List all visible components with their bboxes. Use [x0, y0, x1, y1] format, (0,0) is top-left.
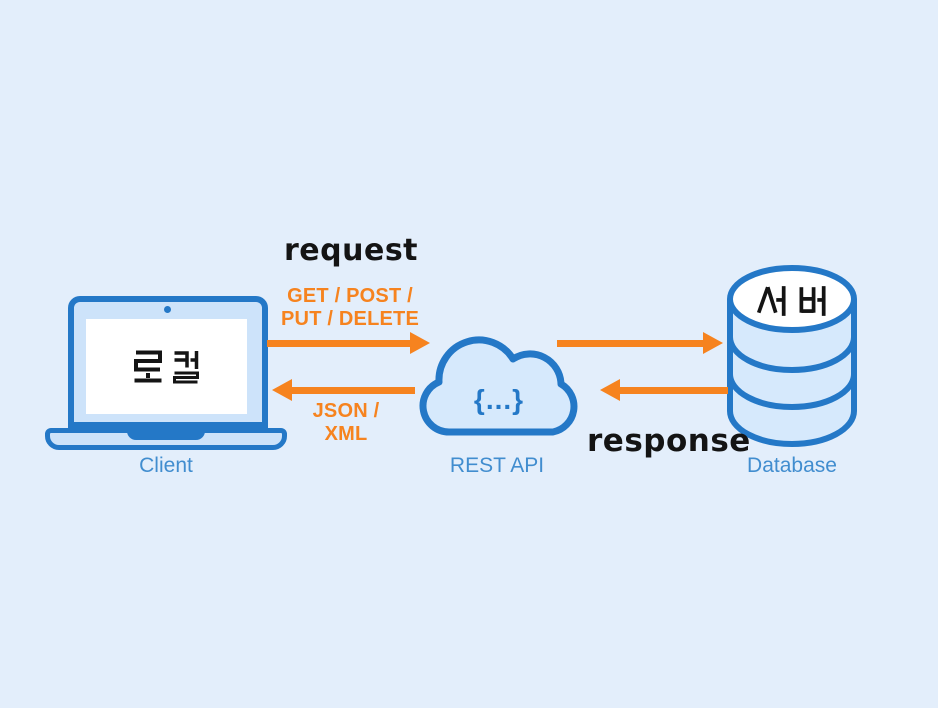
response-formats-line2: XML: [324, 423, 368, 445]
cloud-icon: [419, 336, 578, 436]
request-to-database-arrowhead-icon: [703, 332, 723, 354]
response-from-database-arrowhead-icon: [600, 379, 620, 401]
response-from-database-arrow-shaft: [620, 387, 728, 394]
client-screen-text: 로컬: [133, 347, 201, 387]
cloud-code-symbol: {...}: [473, 384, 525, 415]
request-to-database-arrow-shaft: [557, 340, 703, 347]
request-arrowhead-icon: [410, 332, 430, 354]
rest-api-label: REST API: [449, 454, 545, 477]
laptop-screen: 로컬: [86, 319, 247, 414]
client-label: Client: [139, 454, 193, 477]
response-title: response: [587, 423, 751, 459]
database-label: Database: [747, 454, 837, 477]
hangul-keol-glyph: [172, 350, 199, 383]
database-top-text: 서버: [754, 284, 830, 318]
response-formats-line1: JSON /: [312, 400, 380, 422]
request-arrow-shaft: [267, 340, 412, 347]
request-methods-line1: GET / POST /: [287, 285, 413, 307]
request-methods: GET / POST / PUT / DELETE: [278, 285, 422, 331]
request-title: request: [284, 233, 419, 268]
response-to-client-arrow-shaft: [291, 387, 415, 394]
request-methods-line2: PUT / DELETE: [281, 308, 419, 330]
response-to-client-arrowhead-icon: [272, 379, 292, 401]
hangul-beo-glyph: [799, 286, 826, 316]
response-formats: JSON / XML: [284, 400, 408, 446]
laptop-base-notch: [127, 430, 205, 440]
hangul-seo-glyph: [756, 286, 786, 316]
laptop-camera-dot: [164, 306, 171, 313]
hangul-ro-glyph: [133, 350, 162, 382]
